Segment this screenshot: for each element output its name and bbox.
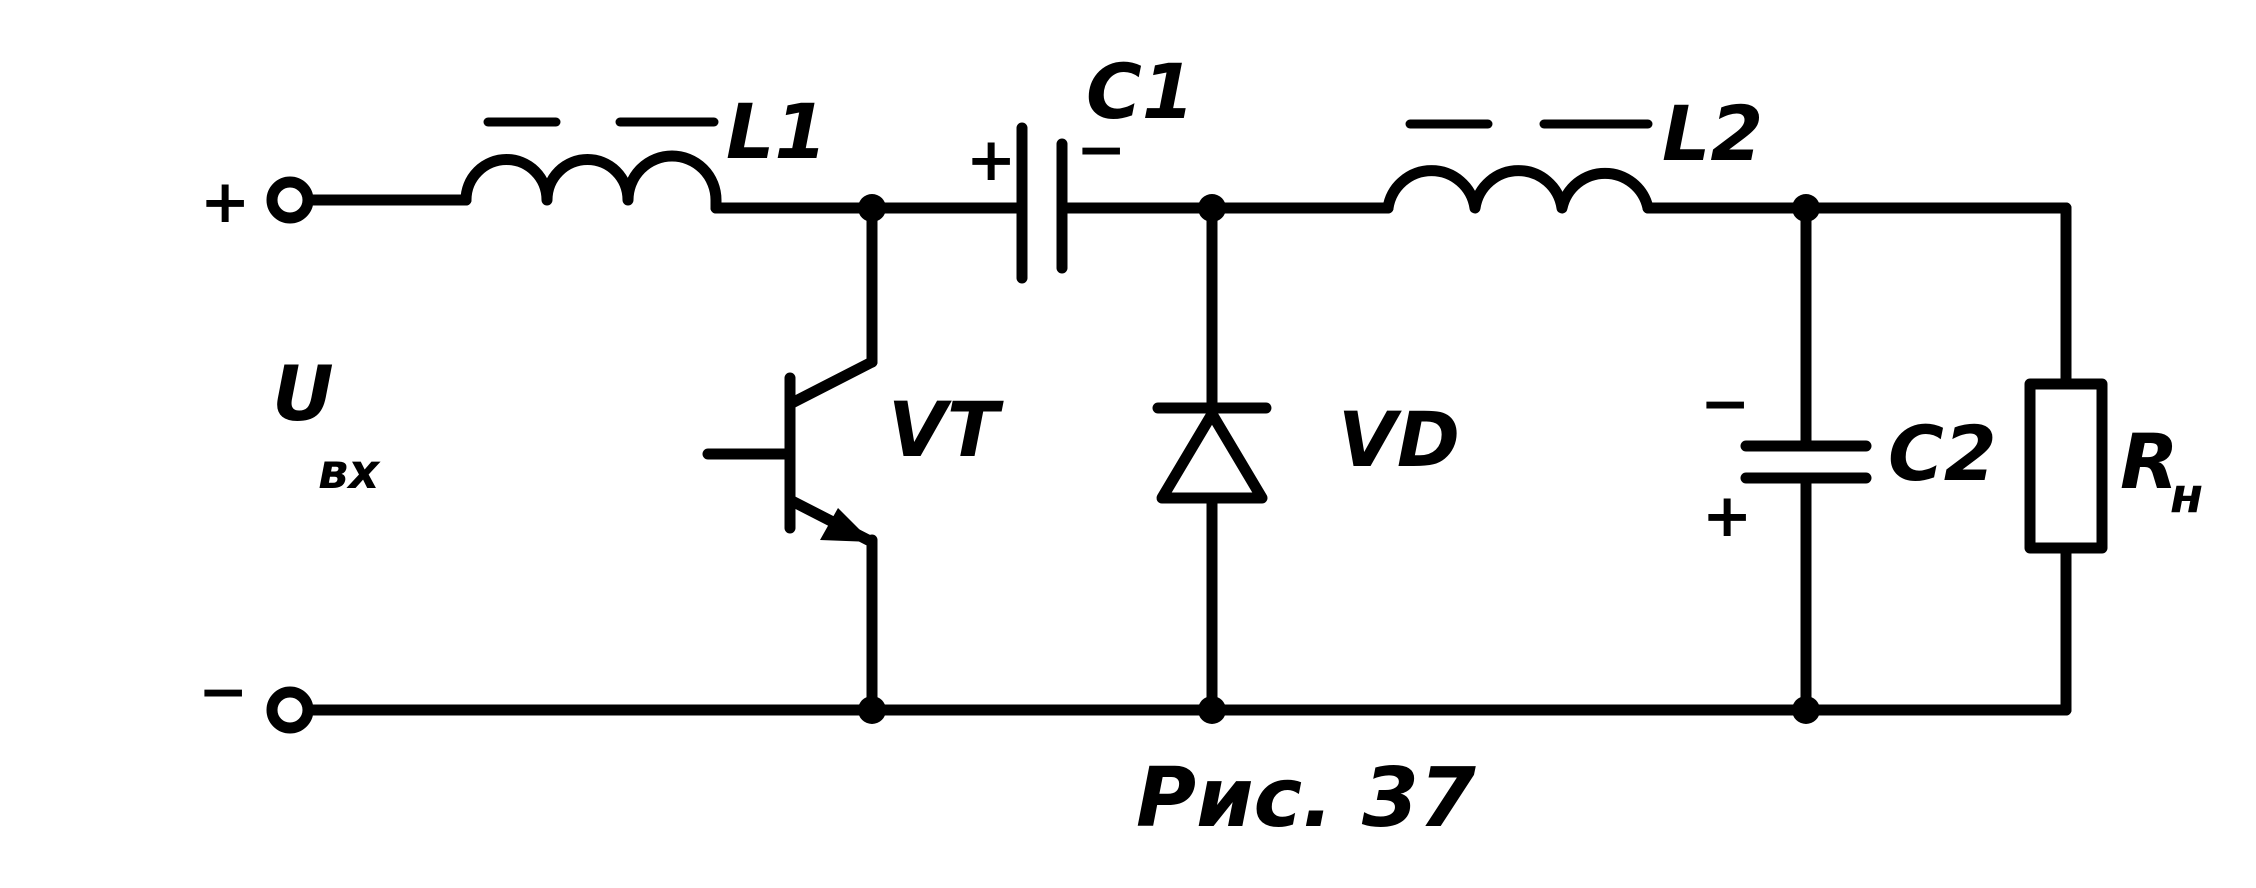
input-voltage-label: U вх <box>272 349 381 500</box>
diode-vd-label: VD <box>1338 395 1460 484</box>
junction-dot <box>1792 696 1820 724</box>
capacitor-c2 <box>1740 202 1872 716</box>
inductor-l1 <box>460 117 722 214</box>
capacitor-c1-label: C1 <box>1086 47 1195 136</box>
junction-dot <box>1792 194 1820 222</box>
junction-dot <box>858 696 886 724</box>
transistor-vt <box>702 202 878 716</box>
capacitor-c2-plus-sign: + <box>1702 481 1752 551</box>
inductor-l2-label: L2 <box>1662 89 1763 178</box>
capacitor-c2-label: C2 <box>1888 409 1997 498</box>
junction-dot <box>858 194 886 222</box>
input-voltage-symbol: U <box>272 349 334 438</box>
capacitor-c2-minus-sign: − <box>1700 369 1750 439</box>
diode-vd-triangle <box>1156 408 1268 504</box>
transistor-vt-emitter-arrow <box>820 508 872 542</box>
resistor-rn-symbol: R <box>2120 417 2179 506</box>
diode-vd <box>1152 202 1272 716</box>
junction-dot <box>1198 194 1226 222</box>
capacitor-c1-minus-sign: − <box>1076 115 1126 185</box>
junction-dots <box>858 194 1820 724</box>
junction-dot <box>1198 696 1226 724</box>
resistor-rn-label: R н <box>2120 417 2203 524</box>
inductor-l1-label: L1 <box>726 87 827 176</box>
transistor-vt-label: VT <box>888 385 1004 474</box>
resistor-rn <box>2024 202 2108 716</box>
capacitor-c1-plus-sign: + <box>966 125 1016 195</box>
resistor-rn-subscript: н <box>2170 468 2203 524</box>
inductor-l2 <box>1382 119 1654 214</box>
negative-terminal-sign: − <box>198 657 248 727</box>
figure-caption: Рис. 37 <box>1136 751 1476 846</box>
capacitor-c1 <box>1016 122 1068 284</box>
positive-terminal-sign: + <box>200 167 250 237</box>
input-voltage-subscript: вх <box>318 444 381 500</box>
